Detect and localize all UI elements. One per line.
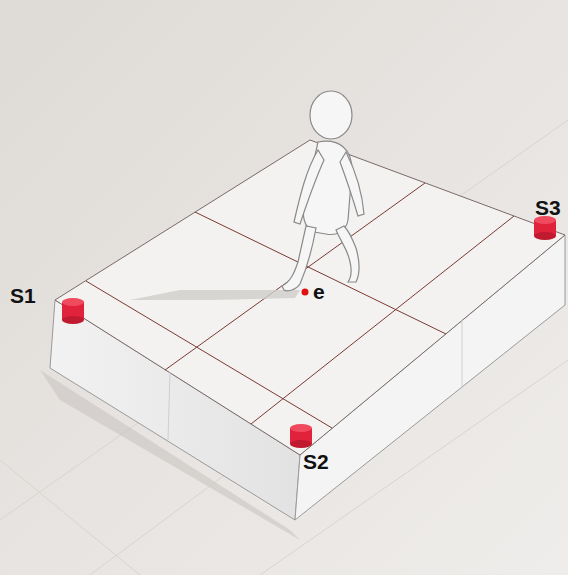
sensor-label: S1 <box>10 284 36 308</box>
walking-figure <box>282 91 364 291</box>
sensor-label: S2 <box>303 450 329 474</box>
figure-shadow <box>130 290 300 300</box>
sensor-label: S3 <box>535 196 561 220</box>
sensor-s1 <box>62 298 84 324</box>
event-point <box>302 289 309 296</box>
point-label: e <box>313 280 325 304</box>
sensor-s3 <box>534 216 556 240</box>
tile-seams <box>168 320 462 440</box>
sensor-s2 <box>290 424 312 448</box>
floor-lines <box>0 120 568 575</box>
platform-top <box>55 140 565 455</box>
